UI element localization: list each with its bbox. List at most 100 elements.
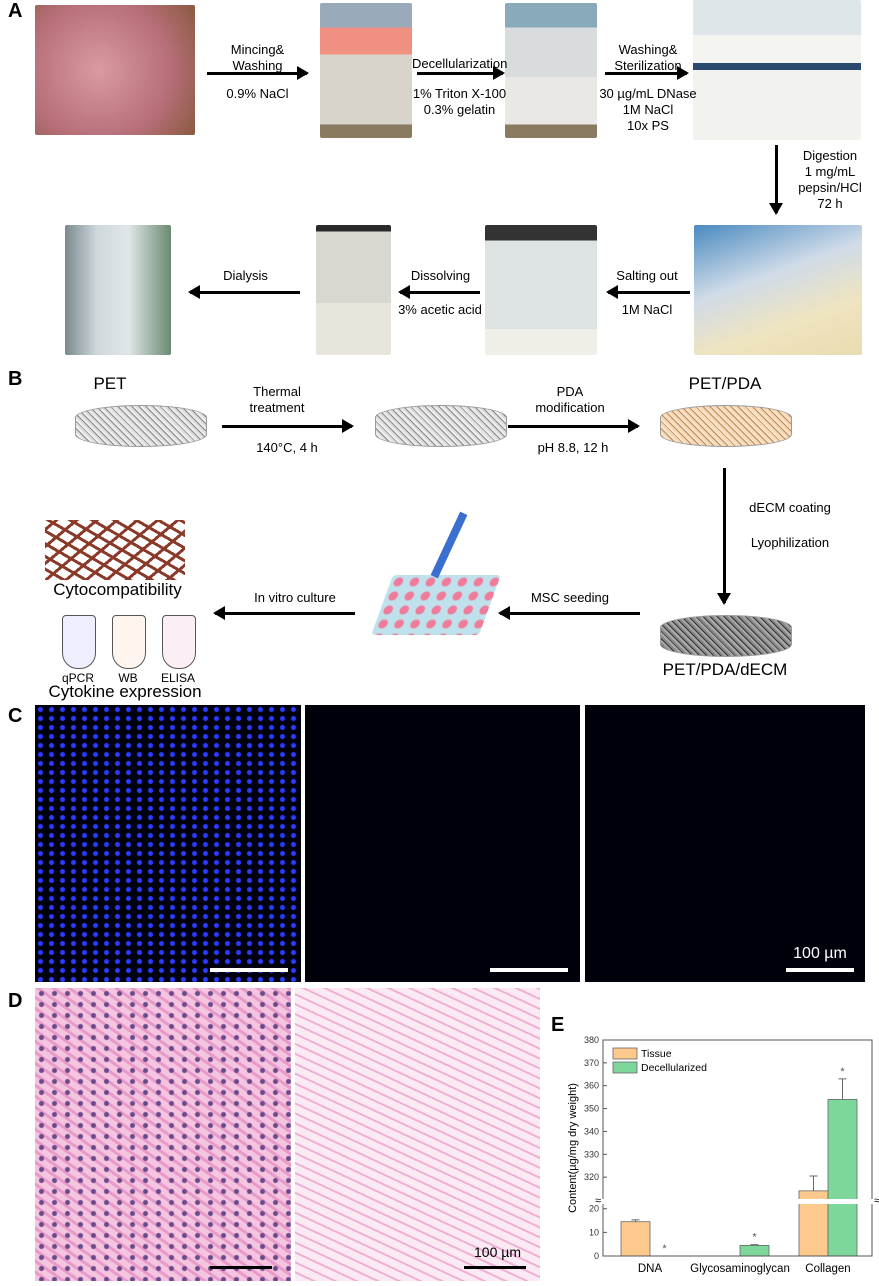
arrow-left xyxy=(606,285,690,299)
y-tick-label: 330 xyxy=(584,1149,599,1159)
y-tick-label: 0 xyxy=(594,1251,599,1261)
step-detail-mincing: 0.9% NaCl xyxy=(226,86,289,101)
step-detail-washing: 30 µg/mL DNase 1M NaCl 10x PS xyxy=(599,86,697,133)
axis-break xyxy=(600,1199,875,1204)
photo-digested-bottle xyxy=(694,225,862,355)
pet-treated-disc xyxy=(375,405,507,447)
photo-salting-tubes xyxy=(485,225,597,355)
bar-tissue xyxy=(620,1221,651,1257)
step-detail-digestion: 1 mg/mL pepsin/HCl 72 h xyxy=(798,164,862,211)
panel-label-e: E xyxy=(551,1014,565,1036)
y-tick-label: 320 xyxy=(584,1172,599,1182)
arrow-left xyxy=(188,285,300,299)
photo-dialysis xyxy=(65,225,171,355)
step-detail-dissolving: 3% acetic acid xyxy=(398,302,482,317)
y-tick-label: 350 xyxy=(584,1104,599,1114)
step-title-digestion: Digestion xyxy=(802,148,858,163)
step-detail-salting: 1M NaCl xyxy=(621,302,673,317)
x-tick-label: Glycosaminoglycan xyxy=(690,1263,790,1275)
photo-minced-tissue xyxy=(320,3,412,138)
label-elisa: ELISA xyxy=(160,671,196,685)
step-title-dissolving: Dissolving xyxy=(410,268,471,283)
legend-swatch xyxy=(612,1047,638,1060)
pipette-icon xyxy=(430,511,468,579)
photo-dissolved-tube xyxy=(316,225,391,355)
label-lyo: Lyophilization xyxy=(750,535,830,550)
tube-elisa-icon xyxy=(162,615,196,669)
arrow-left xyxy=(398,285,480,299)
histology-decell xyxy=(295,988,540,1281)
photo-decellularized xyxy=(505,3,597,138)
cell-scaffold-icon xyxy=(45,520,185,580)
scale-label-d: 100 µm xyxy=(474,1244,521,1260)
bar-decellularized xyxy=(739,1244,770,1257)
arrow-right xyxy=(222,419,354,433)
bar-decellularized xyxy=(827,1099,858,1257)
label-cyto: Cytocompatibility xyxy=(53,580,182,599)
label-decm: dECM coating xyxy=(749,500,831,515)
step-title-salting: Salting out xyxy=(616,268,678,283)
label-wb: WB xyxy=(118,671,138,685)
significance-mark: * xyxy=(840,1066,845,1078)
scale-bar xyxy=(210,1266,272,1269)
tube-wb-icon xyxy=(112,615,146,669)
fluorescence-decell-1 xyxy=(305,705,580,982)
pet-pda-decm-disc xyxy=(660,615,792,657)
well-plate-icon xyxy=(371,575,501,635)
y-tick-label: 360 xyxy=(584,1081,599,1091)
label-culture: In vitro culture xyxy=(254,590,336,605)
x-tick-label: DNA xyxy=(638,1263,663,1275)
y-tick-label: 10 xyxy=(589,1227,599,1237)
label-pet-pda-decm: PET/PDA/dECM xyxy=(662,660,788,679)
panel-label-a: A xyxy=(8,0,23,22)
label-pda: PDA modification xyxy=(535,384,605,415)
step-title-mincing: Mincing& Washing xyxy=(230,42,285,73)
photo-lung-tissue xyxy=(35,5,195,135)
panel-label-d: D xyxy=(8,990,23,1012)
panel-label-c: C xyxy=(8,705,23,727)
fluorescence-native xyxy=(35,705,301,982)
scale-bar xyxy=(490,968,568,972)
legend-label: Tissue xyxy=(641,1048,672,1060)
legend-label: Decellularized xyxy=(641,1062,707,1074)
panel-label-b: B xyxy=(8,368,23,390)
fluorescence-decell-2 xyxy=(585,705,865,982)
y-tick-label: 20 xyxy=(589,1204,599,1214)
histology-native xyxy=(35,988,291,1281)
scale-label-c: 100 µm xyxy=(793,945,847,962)
scale-bar xyxy=(464,1266,526,1269)
photo-beaker xyxy=(693,0,861,140)
step-detail-decell: 1% Triton X-100 0.3% gelatin xyxy=(412,86,507,117)
pet-pda-disc xyxy=(660,405,792,447)
label-msc: MSC seeding xyxy=(530,590,610,605)
y-tick-label: 370 xyxy=(584,1058,599,1068)
y-tick-label: 340 xyxy=(584,1126,599,1136)
label-pda-cond: pH 8.8, 12 h xyxy=(537,440,609,455)
scale-bar xyxy=(210,968,288,972)
significance-mark: * xyxy=(662,1243,667,1255)
y-tick-label: 380 xyxy=(584,1035,599,1045)
step-title-dialysis: Dialysis xyxy=(223,268,268,283)
significance-mark: * xyxy=(752,1232,757,1244)
legend-swatch xyxy=(612,1061,638,1074)
step-title-decell: Decellularization xyxy=(412,56,508,71)
arrow-left xyxy=(498,606,640,620)
arrow-down xyxy=(717,468,731,605)
label-pet: PET xyxy=(93,374,127,393)
label-qpcr: qPCR xyxy=(61,671,94,685)
arrow-right xyxy=(207,66,309,80)
arrow-right xyxy=(605,66,689,80)
arrow-left xyxy=(213,606,355,620)
label-thermal: Thermal treatment xyxy=(249,384,305,415)
scale-bar xyxy=(786,968,854,972)
pet-disc xyxy=(75,405,207,447)
axis-break-mark: ≈ xyxy=(874,1195,879,1207)
arrow-right xyxy=(508,419,640,433)
step-title-washing: Washing& Sterilization xyxy=(614,42,682,73)
label-pet-pda: PET/PDA xyxy=(688,374,762,393)
label-thermal-cond: 140°C, 4 h xyxy=(256,440,318,455)
tube-qpcr-icon xyxy=(62,615,96,669)
plot-frame xyxy=(602,1039,873,1257)
y-axis-label: Content(µg/mg dry weight) xyxy=(567,1083,579,1213)
